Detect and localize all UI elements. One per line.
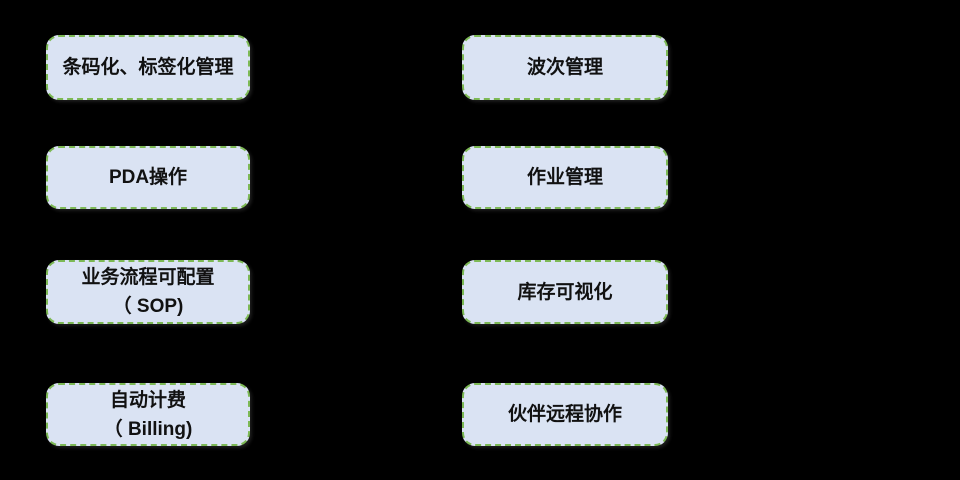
- feature-box-pda-operation: PDA操作: [46, 146, 250, 209]
- feature-box-inventory-visibility: 库存可视化: [462, 260, 668, 324]
- feature-box-label: 伙伴远程协作: [507, 404, 622, 425]
- feature-box-label: 条码化、标签化管理: [62, 57, 234, 78]
- feature-box-sublabel: （ Billing): [103, 418, 193, 440]
- feature-box-label: PDA操作: [108, 167, 188, 188]
- feature-box-task-management: 作业管理: [462, 146, 668, 209]
- feature-box-label: 作业管理: [526, 167, 603, 188]
- feature-box-configurable-process-sop: 业务流程可配置 （ SOP): [46, 260, 250, 324]
- feature-box-partner-remote-collaboration: 伙伴远程协作: [462, 383, 668, 446]
- feature-box-barcode-labeling-management: 条码化、标签化管理: [46, 35, 250, 100]
- feature-box-label: 库存可视化: [517, 281, 613, 303]
- feature-box-label: 业务流程可配置: [81, 267, 215, 288]
- feature-box-sublabel: （ SOP): [112, 296, 184, 317]
- feature-box-auto-billing: 自动计费 （ Billing): [46, 383, 250, 446]
- feature-box-label: 波次管理: [526, 57, 603, 78]
- feature-box-wave-management: 波次管理: [462, 35, 668, 100]
- feature-box-label: 自动计费: [109, 389, 186, 411]
